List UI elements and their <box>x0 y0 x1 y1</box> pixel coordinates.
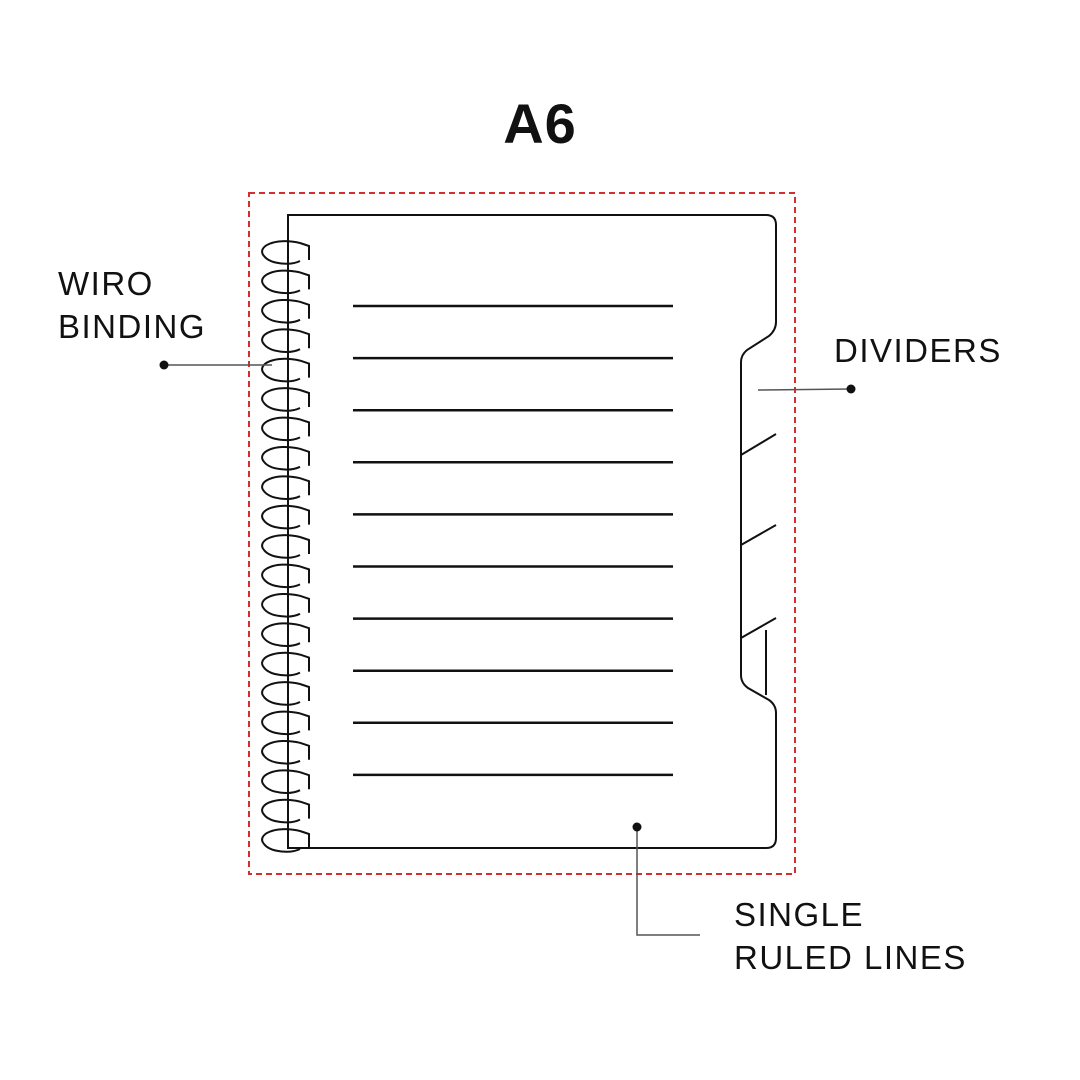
wire-coil <box>261 328 310 353</box>
wire-coil <box>261 622 310 647</box>
dividers-label-line-1: DIVIDERS <box>834 332 1002 369</box>
wiro-binding-label-line-1: WIRO <box>58 265 154 302</box>
dividers-label: DIVIDERS <box>834 329 1002 372</box>
wiro-binding-coils <box>261 240 310 853</box>
ruled-lines-label-line-1: SINGLE <box>734 896 865 933</box>
ruled-lines-label-line-2: RULED LINES <box>734 939 967 976</box>
wire-coil <box>261 740 310 765</box>
divider-tabs <box>740 433 777 695</box>
ruled-lines-label: SINGLE RULED LINES <box>734 893 967 979</box>
wire-coil <box>261 299 310 324</box>
wire-coil <box>261 446 310 471</box>
wire-coil <box>261 534 310 559</box>
ruled-lines-leader-dot <box>632 822 642 832</box>
wire-coil <box>261 416 310 442</box>
wire-coil <box>261 798 310 824</box>
size-title: A6 <box>503 92 577 155</box>
divider-tab-edge-1 <box>740 433 777 456</box>
divider-tab-edge-3 <box>740 617 777 639</box>
wire-coil <box>261 828 310 853</box>
wire-coil <box>261 240 310 265</box>
callout-leaders <box>159 360 856 936</box>
dividers-leader-dot <box>846 384 856 394</box>
wiro-binding-label: WIRO BINDING <box>58 262 206 348</box>
notebook-page-outline <box>287 214 777 849</box>
wire-coil <box>261 710 310 736</box>
wire-coil <box>261 563 310 589</box>
wire-coil <box>261 475 310 500</box>
divider-tab-edge-2 <box>740 524 777 546</box>
wire-coil <box>261 769 310 794</box>
ruled-lines-leader-line <box>636 827 700 936</box>
wire-coil <box>261 269 310 295</box>
wire-coil <box>261 681 310 706</box>
dividers-leader-line <box>757 388 852 391</box>
wire-coil <box>261 504 310 530</box>
size-frame <box>248 192 796 875</box>
wire-coil <box>261 651 310 677</box>
wire-coil <box>261 357 310 383</box>
wiro-binding-label-line-2: BINDING <box>58 308 207 345</box>
wiro-leader-dot <box>159 360 169 370</box>
ruled-lines <box>353 304 673 777</box>
wire-coil <box>261 387 310 412</box>
wire-coil <box>261 593 310 618</box>
